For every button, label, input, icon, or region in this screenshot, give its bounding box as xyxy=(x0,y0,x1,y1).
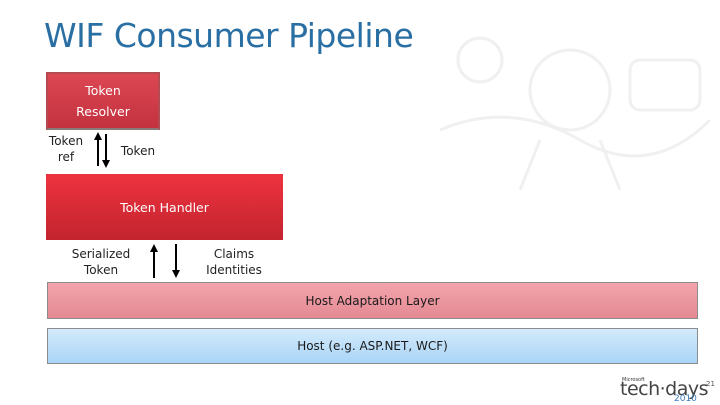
serialization-arrows xyxy=(150,244,180,278)
token-label: Token xyxy=(120,144,156,158)
logo-year: 2010 xyxy=(674,394,697,404)
logo-name: tech·days xyxy=(620,378,709,400)
host-adaptation-layer-box: Host Adaptation Layer xyxy=(47,282,698,319)
token-exchange-arrows xyxy=(94,132,110,168)
token-resolver-box: Token Resolver xyxy=(46,72,160,130)
background-illustration xyxy=(439,36,712,191)
slide-title: WIF Consumer Pipeline xyxy=(44,16,414,55)
page-number: 21 xyxy=(706,380,715,388)
token-handler-box: Token Handler xyxy=(46,174,283,240)
claims-identities-label: Claims Identities xyxy=(206,247,262,277)
logo-brand: Microsoft xyxy=(622,377,645,383)
serialized-token-label: Serialized Token xyxy=(71,247,131,277)
token-ref-label: Token ref xyxy=(48,134,84,164)
host-box: Host (e.g. ASP.NET, WCF) xyxy=(47,328,698,364)
